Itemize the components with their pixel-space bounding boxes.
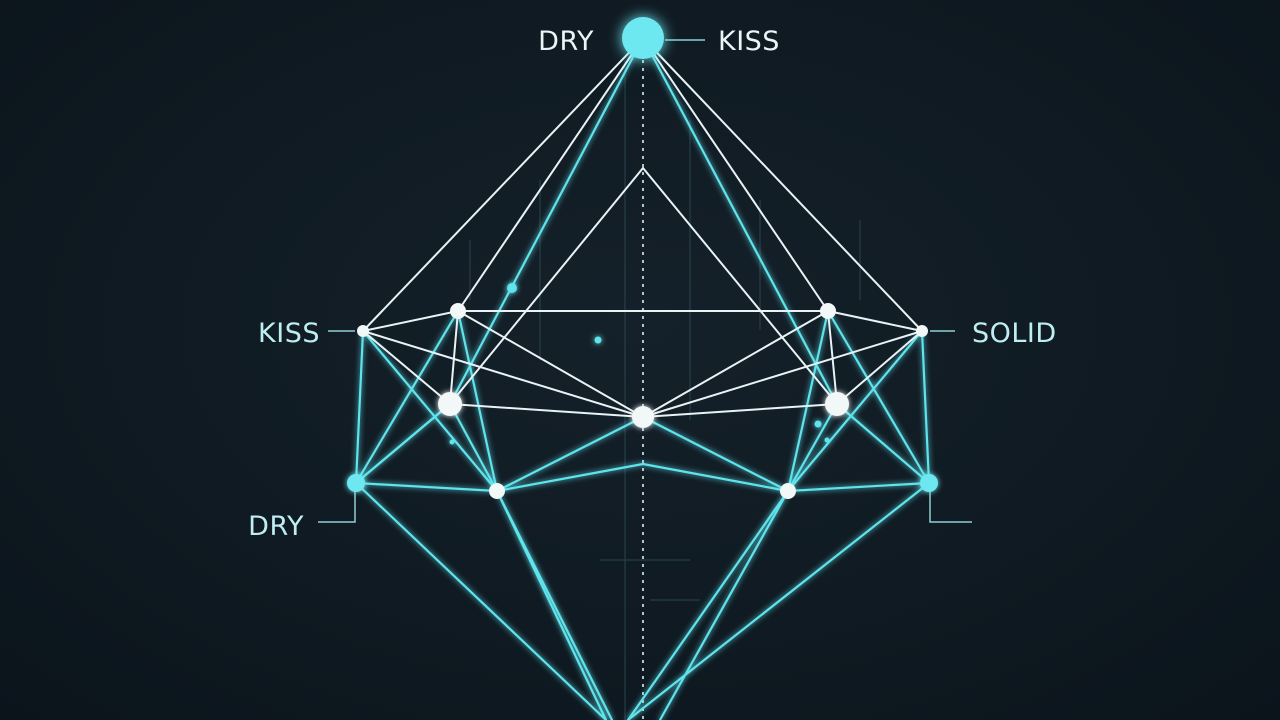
- white-edge: [827, 310, 923, 332]
- center-node: [632, 406, 654, 428]
- top-node: [622, 17, 664, 59]
- cyan-edge: [354, 309, 460, 485]
- nodes: [347, 17, 938, 499]
- cyan-edge: [786, 329, 924, 493]
- node: [450, 303, 466, 319]
- background-circuit-lines: [469, 60, 861, 720]
- white-edge: [642, 167, 838, 405]
- white-edge: [827, 310, 838, 405]
- white-edge: [362, 310, 459, 332]
- node: [825, 392, 849, 416]
- white-edge: [642, 403, 838, 418]
- cyan-edge: [786, 481, 931, 493]
- cyan-edge: [456, 309, 499, 493]
- cyan-edge: [626, 489, 790, 720]
- white-edge: [836, 330, 923, 405]
- node-kiss-left: [357, 325, 369, 337]
- cyan-edge: [641, 462, 790, 493]
- cyan-edge: [361, 329, 499, 493]
- cyan-edge: [448, 402, 499, 493]
- label-bottom-left: DRY: [248, 511, 304, 542]
- white-edge: [449, 167, 644, 405]
- white-connections: [362, 37, 923, 418]
- label-mid-right: SOLID: [972, 318, 1057, 349]
- node: [438, 392, 462, 416]
- node-dry-left: [347, 474, 365, 492]
- cyan-edge: [354, 481, 499, 493]
- label-top-left: DRY: [538, 26, 594, 57]
- node: [489, 483, 505, 499]
- white-edge: [362, 330, 451, 405]
- cyan-edge: [920, 329, 931, 485]
- cyan-edge: [786, 309, 830, 493]
- white-edge: [642, 37, 923, 332]
- cyan-edge: [641, 36, 839, 406]
- cyan-edge: [826, 309, 931, 485]
- cyan-edge: [354, 481, 608, 720]
- node: [820, 303, 836, 319]
- cyan-edge: [641, 415, 790, 493]
- cyan-edge: [658, 489, 790, 720]
- cyan-edge: [835, 402, 931, 485]
- cyan-edge: [354, 329, 365, 485]
- cyan-edge: [448, 36, 645, 406]
- node-right-lower: [920, 474, 938, 492]
- node-solid-right: [916, 325, 928, 337]
- cyan-edge: [495, 462, 645, 493]
- glow-specks: [449, 283, 830, 445]
- white-edge: [642, 37, 829, 312]
- node: [780, 483, 796, 499]
- cyan-connections: [354, 36, 931, 720]
- white-edge: [362, 330, 644, 418]
- cyan-edge: [626, 481, 931, 720]
- cyan-edge: [354, 402, 452, 485]
- white-edge: [642, 310, 829, 418]
- white-edge: [449, 403, 644, 418]
- white-edge: [642, 330, 923, 418]
- cyan-edge: [786, 402, 839, 493]
- label-mid-left: KISS: [258, 318, 320, 349]
- white-edge: [457, 310, 644, 418]
- label-top-right: KISS: [718, 26, 780, 57]
- label-leaders: [318, 39, 972, 523]
- white-edge: [457, 37, 644, 312]
- cyan-edge: [495, 415, 645, 493]
- white-edge: [362, 37, 644, 332]
- white-edge: [449, 310, 459, 405]
- cyan-edge: [495, 489, 608, 720]
